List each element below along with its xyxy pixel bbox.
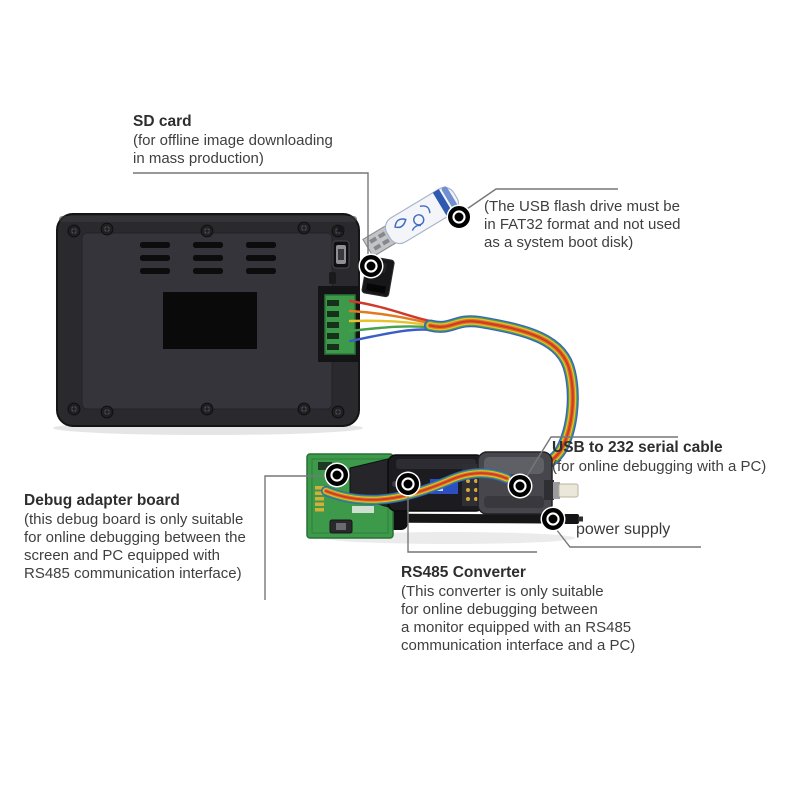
power-plug-tip xyxy=(564,514,579,524)
sd-card-title: SD card xyxy=(133,113,192,130)
usb-serial-title: USB to 232 serial cable xyxy=(552,439,723,456)
usb-serial-note-line: (for online debugging with a PC) xyxy=(552,458,767,475)
rs485-note-line: (This converter is only suitable xyxy=(401,583,604,600)
usb-plug-tip xyxy=(558,483,579,498)
label-window xyxy=(163,292,257,349)
debug-board-note-line: RS485 communication interface) xyxy=(24,565,242,582)
debug-board-note-line: screen and PC equipped with xyxy=(24,547,220,564)
rs485-note-line: for online debugging between xyxy=(401,601,598,618)
debug-board-label: Debug adapter board (this debug board is… xyxy=(24,491,246,583)
serial-terminal-connector xyxy=(318,286,360,362)
debug-board-marker-icon xyxy=(325,463,350,488)
usb-flash-note-line: (The USB flash drive must be xyxy=(484,198,680,215)
usb-flash-note-line: in FAT32 format and not used xyxy=(484,216,681,233)
usb-flash-marker-icon xyxy=(447,205,472,230)
sd-card-label: SD card (for offline image downloading i… xyxy=(133,112,333,168)
power-marker-icon xyxy=(541,507,566,532)
rs485-title: RS485 Converter xyxy=(401,564,526,581)
rs485-note-line: communication interface and a PC) xyxy=(401,637,636,654)
power-supply-title: power supply xyxy=(576,521,671,538)
usb-flash-callout-line xyxy=(463,188,618,212)
usb-flash-note-line: as a system boot disk) xyxy=(484,234,634,251)
assembly-ribbon-wires xyxy=(321,468,512,505)
hmi-device-back-panel xyxy=(56,213,360,427)
power-supply-label: power supply xyxy=(576,521,670,539)
power-callout-line xyxy=(555,528,701,548)
usb-flash-label: (The USB flash drive must be in FAT32 fo… xyxy=(484,198,681,252)
debug-board-note-line: for online debugging between the xyxy=(24,529,246,546)
rs485-marker-icon xyxy=(396,472,421,497)
debug-board-callout-line xyxy=(264,475,324,600)
sd-card-marker-icon xyxy=(359,254,384,279)
usb-serial-label: USB to 232 serial cable (for online debu… xyxy=(552,438,766,476)
usb-flash-drive xyxy=(362,186,460,258)
ribbon-curve xyxy=(424,315,579,485)
vent-slots xyxy=(140,242,276,274)
mini-usb-port xyxy=(329,225,350,284)
rs485-label: RS485 Converter (This converter is only … xyxy=(401,563,635,655)
sd-card-note-line: in mass production) xyxy=(133,150,264,167)
rs485-note-line: a monitor equipped with an RS485 xyxy=(401,619,632,636)
usb-serial-marker-icon xyxy=(508,474,533,499)
jumper-wire-bundle xyxy=(348,299,579,485)
rs485-callout-line xyxy=(407,496,537,553)
usb-serial-callout-line xyxy=(524,436,678,480)
debug-board-title: Debug adapter board xyxy=(24,492,180,509)
sd-card-callout-line xyxy=(133,172,369,254)
callout-lines xyxy=(133,172,701,600)
sd-card-note-line: (for offline image downloading xyxy=(133,132,333,149)
debug-board-note-line: (this debug board is only suitable xyxy=(24,511,244,528)
